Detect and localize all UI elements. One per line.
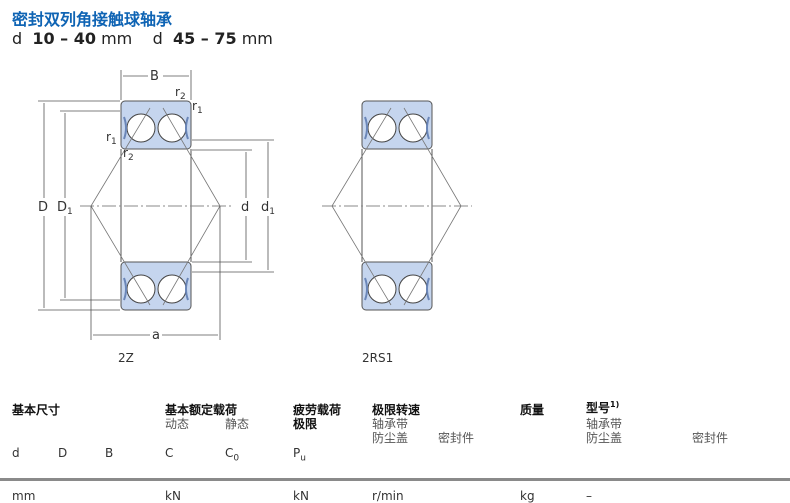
col-group-designation: 型号1) [586, 400, 620, 415]
sym-D: D [58, 446, 68, 460]
unit-kn-load: kN [165, 489, 181, 503]
label-r1-top: r1 [192, 99, 203, 116]
sym-B: B [105, 446, 114, 460]
range2-symbol: d [152, 29, 163, 48]
col-designation-sub: 轴承带 [586, 417, 623, 431]
label-a: a [152, 328, 160, 343]
sym-d: d [12, 446, 20, 460]
bearing-2rs1: 2RS1 [322, 100, 472, 365]
col-group-speed: 极限转速 [372, 403, 421, 417]
unit-mm: mm [12, 489, 36, 503]
label-D: D [38, 200, 48, 215]
col-designation-shield: 防尘盖 [586, 431, 623, 445]
variant-label-2z: 2Z [118, 351, 134, 365]
col-speed-sub: 轴承带 [372, 417, 409, 431]
unit-designation: – [586, 489, 592, 503]
range1-symbol: d [12, 29, 23, 48]
bearing-drawing: B D D1 d d1 a r2 r1 r1 r2 2Z 2RS1 [38, 69, 472, 365]
unit-speed: r/min [372, 489, 404, 503]
label-r2-top: r2 [175, 85, 186, 102]
sym-C0: C0 [225, 446, 240, 464]
sym-C: C [165, 446, 174, 460]
range1-value: 10 – 40 [32, 29, 96, 48]
bearing-2z: B D D1 d d1 a r2 r1 r1 r2 2Z [38, 69, 275, 365]
range2-value: 45 – 75 [172, 29, 237, 48]
page-title: 密封双列角接触球轴承 [12, 10, 173, 29]
col-speed-seal: 密封件 [438, 431, 475, 445]
col-group-mass: 质量 [520, 403, 545, 417]
unit-kn-fatigue: kN [293, 489, 309, 503]
col-group-load-ratings: 基本额定载荷 [165, 403, 238, 417]
size-range: d 10 – 40 mm d 45 – 75 mm [12, 29, 273, 48]
variant-label-2rs1: 2RS1 [362, 351, 393, 365]
label-r1-side: r1 [106, 130, 117, 147]
label-d1: d1 [261, 200, 275, 217]
label-d: d [241, 200, 249, 215]
label-B: B [150, 69, 159, 84]
col-designation-seal: 密封件 [692, 431, 729, 445]
label-r2-side: r2 [123, 146, 134, 163]
col-dynamic: 动态 [165, 417, 190, 431]
col-group-dimensions: 基本尺寸 [12, 403, 61, 417]
header-divider [0, 478, 790, 481]
col-group-fatigue: 疲劳载荷 [293, 403, 342, 417]
label-D1: D1 [57, 200, 73, 217]
unit-mass: kg [520, 489, 535, 503]
sym-Pu: Pu [293, 446, 306, 464]
range2-unit: mm [241, 29, 273, 48]
col-speed-shield: 防尘盖 [372, 431, 409, 445]
col-static: 静态 [225, 417, 250, 431]
col-fatigue-limit: 极限 [293, 417, 318, 431]
range1-unit: mm [101, 29, 133, 48]
